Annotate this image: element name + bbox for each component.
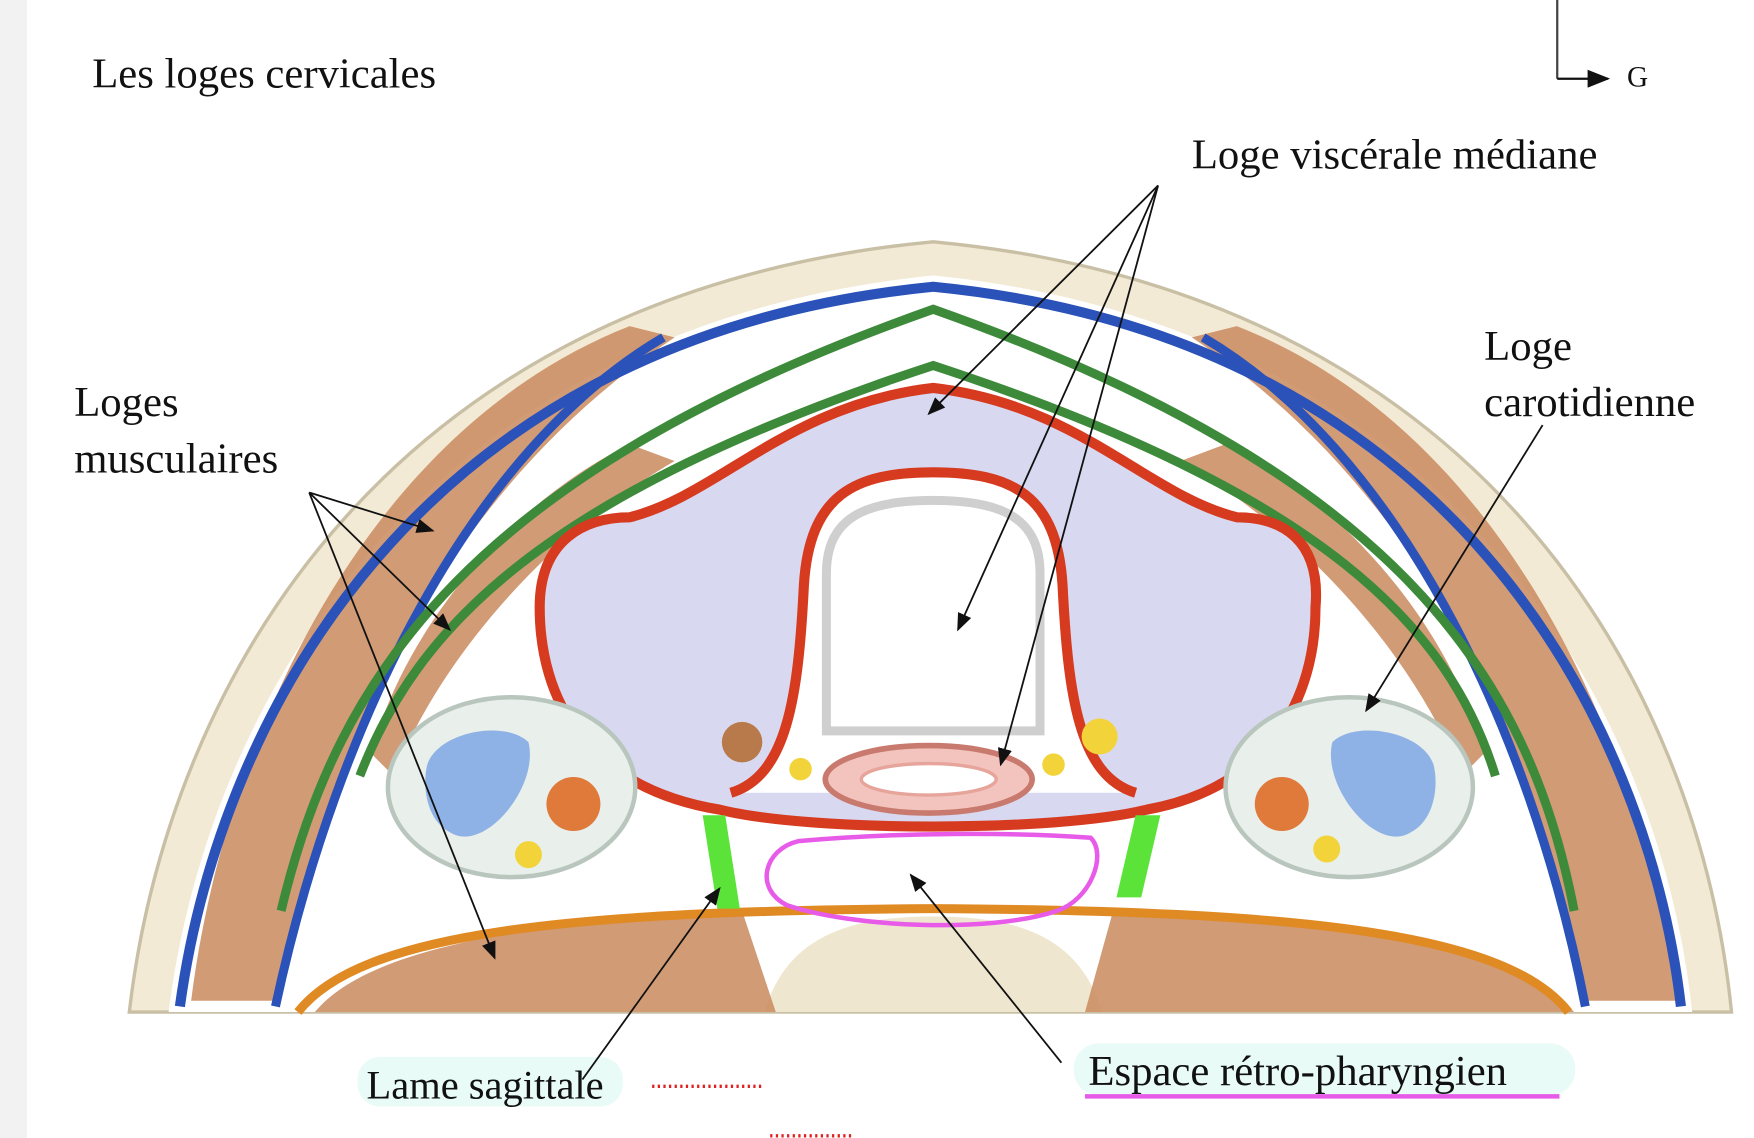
label-loge-carotidienne-2: carotidienne xyxy=(1484,379,1695,426)
label-espace-retro-pharyngien: Espace rétro-pharyngien xyxy=(1088,1048,1507,1095)
label-loge-viscerale: Loge viscérale médiane xyxy=(1192,132,1598,179)
leader-arrows xyxy=(308,184,1544,1081)
orientation-arrow-icon xyxy=(1556,0,1611,88)
label-highlight xyxy=(1073,1043,1576,1096)
label-loge-carotidienne-1: Loge xyxy=(1484,323,1572,370)
left-margin-strip xyxy=(0,0,27,1138)
label-loges-musculaires-2: musculaires xyxy=(74,435,278,482)
label-loges-musculaires-1: Loges xyxy=(74,379,178,426)
retropharyngeal-space-outline xyxy=(764,831,1100,928)
diagram-title: Les loges cervicales xyxy=(92,51,436,98)
anatomy-illustration xyxy=(127,240,1734,1015)
label-highlight xyxy=(357,1057,623,1107)
orientation-label: G xyxy=(1627,62,1648,94)
sagittal-blade-right xyxy=(1116,815,1161,898)
label-lame-sagittale: Lame sagittale xyxy=(367,1063,604,1108)
sagittal-blade-left xyxy=(702,815,740,909)
